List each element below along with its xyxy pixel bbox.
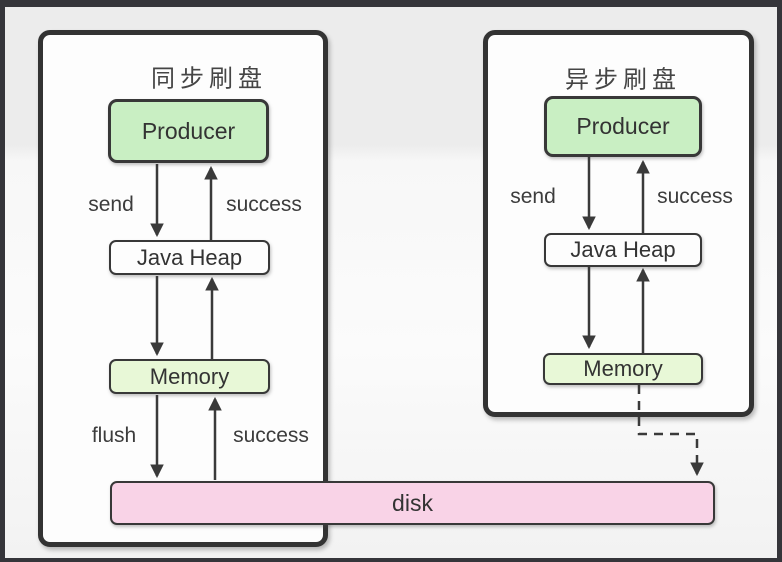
disk-node: disk bbox=[110, 481, 715, 525]
async-send-label: send bbox=[510, 185, 556, 208]
async-success-label: success bbox=[657, 185, 733, 208]
sync-flush-label: flush bbox=[91, 424, 137, 447]
sync-send-label: send bbox=[88, 193, 134, 216]
sync-memory-node: Memory bbox=[109, 359, 270, 394]
sync-success-bottom-label: success bbox=[233, 424, 309, 447]
sync-java-heap-node: Java Heap bbox=[109, 240, 270, 275]
async-panel-title: 异步刷盘 bbox=[565, 66, 681, 94]
async-java-heap-node: Java Heap bbox=[544, 233, 702, 267]
async-producer-node: Producer bbox=[544, 96, 702, 157]
diagram-canvas: 同步刷盘 异步刷盘 Producer Java Heap Memory Prod… bbox=[5, 7, 777, 558]
async-flush-panel bbox=[483, 30, 754, 417]
sync-producer-node: Producer bbox=[108, 99, 269, 163]
sync-success-top-label: success bbox=[226, 193, 302, 216]
async-memory-node: Memory bbox=[543, 353, 703, 385]
sync-panel-title: 同步刷盘 bbox=[151, 65, 267, 93]
